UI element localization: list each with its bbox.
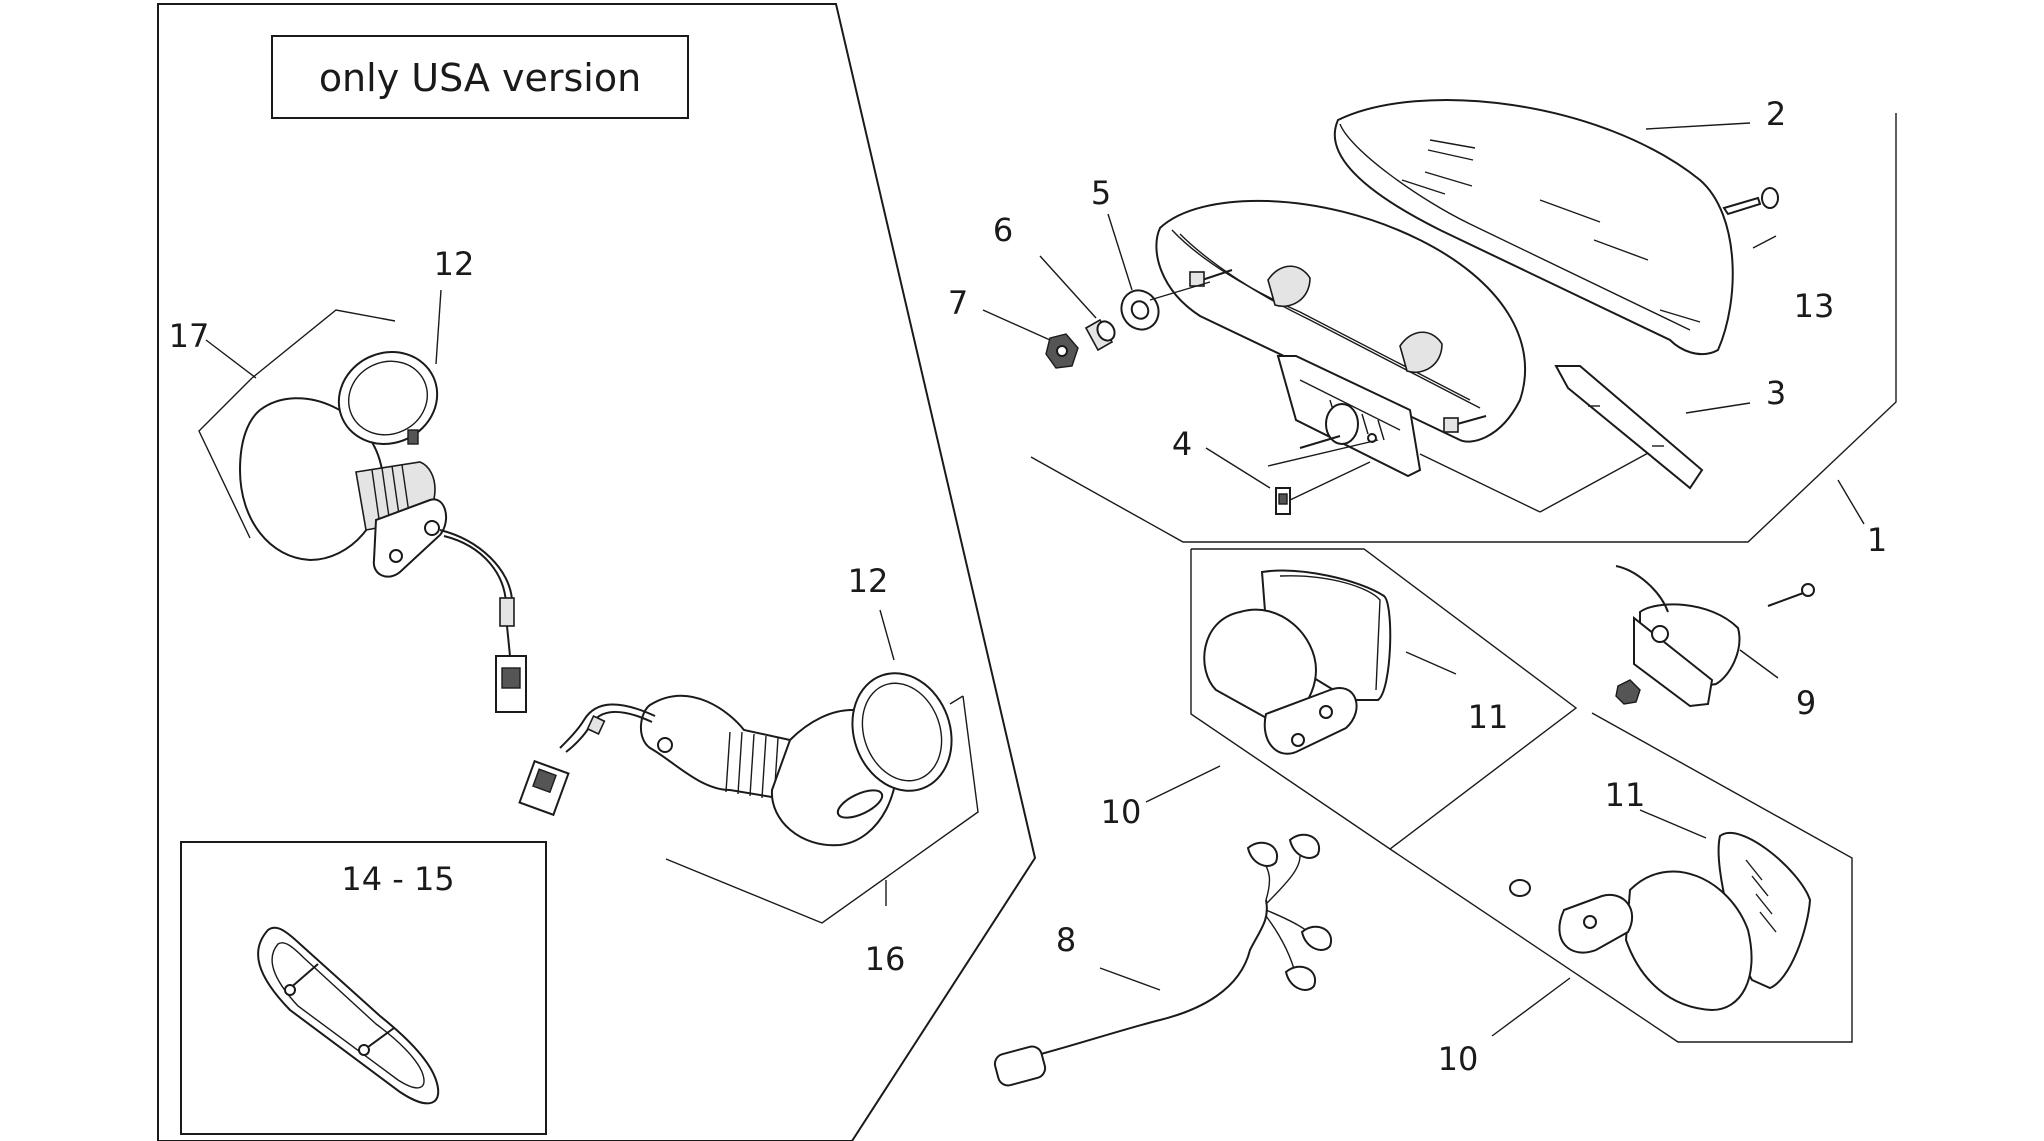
license-light-9	[1615, 565, 1815, 708]
callout-10-lower: 10	[1438, 1040, 1479, 1078]
turn-signal-rear	[238, 397, 527, 713]
license-plate-light	[257, 926, 440, 1105]
tail-light-screw	[1722, 187, 1779, 216]
callout-17: 17	[169, 317, 210, 355]
clip-4	[1275, 487, 1291, 515]
turn-signal-front	[518, 694, 899, 847]
callout-8: 8	[1056, 921, 1076, 959]
inset-box	[180, 841, 547, 1135]
callout-13: 13	[1794, 287, 1835, 325]
turn-signal-lower	[1509, 832, 1812, 1012]
spacer-6	[1084, 318, 1116, 352]
usa-version-notice: only USA version	[319, 56, 641, 100]
callout-10-upper: 10	[1101, 793, 1142, 831]
callout-numbers: 1 2 3 4 5 6 7 8 9 10 10 11 11 12 12 13 1…	[169, 95, 1888, 1078]
callout-16: 16	[865, 940, 906, 978]
callout-11-upper: 11	[1468, 698, 1509, 736]
turn-signal-upper	[1203, 569, 1392, 755]
tail-light-housing	[1155, 199, 1651, 513]
callout-1: 1	[1867, 521, 1887, 559]
tail-light-group	[1030, 99, 1897, 543]
callout-12-lower: 12	[848, 562, 889, 600]
nut-7	[1045, 333, 1079, 369]
callout-6: 6	[993, 211, 1013, 249]
callout-3: 3	[1766, 374, 1786, 412]
callout-9: 9	[1796, 684, 1816, 722]
callout-4: 4	[1172, 425, 1192, 463]
callout-11-lower: 11	[1605, 776, 1646, 814]
lens-ring-top	[337, 351, 439, 445]
callout-2: 2	[1766, 95, 1786, 133]
leader-lines	[205, 122, 1865, 1037]
callout-5: 5	[1091, 174, 1111, 212]
washer-5	[1120, 289, 1160, 331]
callout-12-upper: 12	[434, 245, 475, 283]
wiring-harness	[993, 833, 1333, 1087]
callout-7: 7	[948, 284, 968, 322]
usa-version-panel: only USA version	[157, 3, 1037, 1141]
turn-signal-panel	[1190, 548, 1853, 1043]
lens-ring-front	[851, 672, 953, 792]
tail-light-lens	[1333, 99, 1734, 356]
inset-label: 14 - 15	[341, 860, 454, 898]
tail-light-gasket	[1554, 365, 1704, 490]
usa-version-notice-box	[271, 35, 689, 119]
